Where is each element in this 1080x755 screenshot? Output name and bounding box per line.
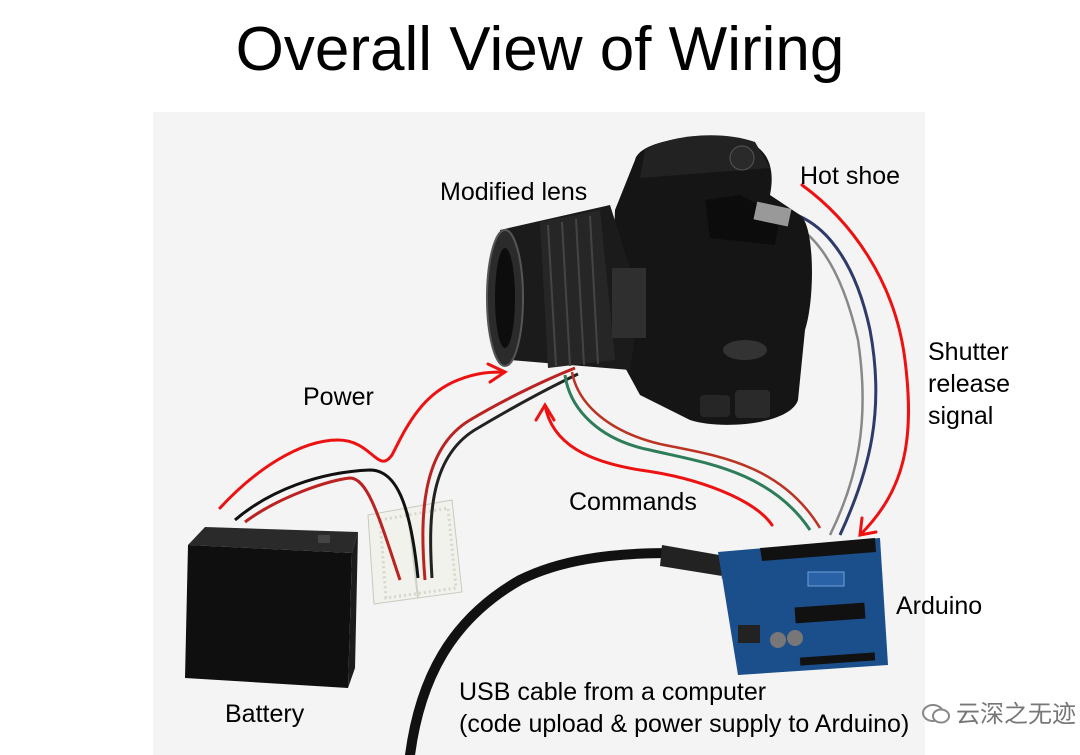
label-shutter-release-signal: Shutter release signal bbox=[928, 336, 1010, 432]
label-commands: Commands bbox=[569, 488, 697, 516]
label-usb-line1: USB cable from a computer bbox=[459, 678, 767, 706]
arduino-board-icon bbox=[718, 538, 888, 675]
wechat-icon bbox=[922, 702, 950, 723]
label-arduino: Arduino bbox=[896, 592, 983, 620]
label-signal-line: signal bbox=[928, 402, 994, 430]
lens-icon bbox=[486, 205, 646, 370]
page-title: Overall View of Wiring bbox=[235, 15, 845, 84]
label-usb-line2: (code upload & power supply to Arduino) bbox=[459, 710, 910, 738]
label-modified-lens: Modified lens bbox=[440, 178, 588, 206]
commands-arrow-icon bbox=[534, 402, 774, 527]
watermark: 云深之无迹 bbox=[922, 694, 1076, 729]
label-power: Power bbox=[303, 383, 374, 411]
label-usb-cable: USB cable from a computer (code upload &… bbox=[459, 676, 909, 740]
camera-body-icon bbox=[610, 135, 812, 425]
label-hot-shoe: Hot shoe bbox=[800, 162, 901, 190]
label-battery: Battery bbox=[225, 700, 305, 728]
power-arrow-icon bbox=[218, 362, 509, 510]
label-release-line: release bbox=[928, 370, 1010, 398]
shutter-arrow-icon bbox=[800, 183, 911, 537]
label-shutter-line: Shutter bbox=[928, 338, 1009, 366]
usb-cable-icon bbox=[405, 548, 675, 755]
watermark-text: 云深之无迹 bbox=[956, 700, 1076, 728]
battery-box-icon bbox=[185, 527, 358, 688]
